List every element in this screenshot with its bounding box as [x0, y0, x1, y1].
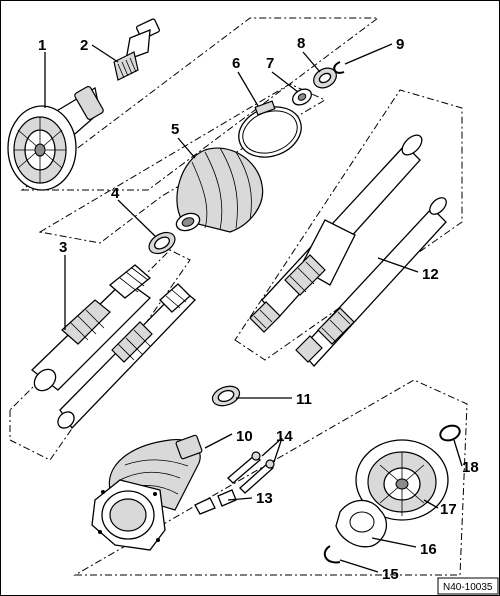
- reference-box: [437, 577, 499, 595]
- callout-16: 16: [420, 541, 437, 558]
- large-hose-clamp: [238, 100, 302, 158]
- callout-8: 8: [297, 35, 305, 52]
- circlip: [333, 61, 345, 74]
- callout-4: 4: [111, 185, 120, 202]
- callout-5: 5: [171, 121, 179, 138]
- socket-bolts: [227, 451, 275, 494]
- group-outline-shaft-left: [9, 249, 191, 461]
- callout-13: 13: [256, 490, 273, 507]
- lock-plates: [194, 489, 237, 515]
- callout-9: 9: [396, 36, 404, 53]
- group-outline-shaft-right: [234, 89, 463, 361]
- dished-washer: [292, 88, 312, 106]
- callout-6: 6: [232, 55, 240, 72]
- callout-14: 14: [276, 428, 293, 445]
- callout-3: 3: [59, 239, 67, 256]
- callout-7: 7: [266, 55, 274, 72]
- callout-11: 11: [296, 391, 312, 408]
- callout-2: 2: [80, 37, 88, 54]
- inner-joint-boot: [91, 434, 203, 551]
- driveshaft-right: [249, 134, 447, 367]
- driveshaft-left: [31, 264, 196, 430]
- small-hose-clamp: [148, 231, 176, 255]
- callout-18: 18: [462, 459, 479, 476]
- callout-1: 1: [38, 37, 46, 54]
- group-outline-inner-joint: [73, 379, 468, 576]
- outer-joint-boot: [175, 147, 264, 233]
- callout-17: 17: [440, 501, 457, 518]
- outer-cv-joint: [7, 86, 104, 191]
- inner-cv-joint: [355, 439, 449, 521]
- group-outline-outer-joint: [20, 17, 380, 191]
- circlip-inner: [439, 424, 461, 442]
- callout-10: 10: [236, 428, 253, 445]
- clamp-inner-boot: [211, 385, 241, 407]
- circlip-shaft: [323, 545, 341, 564]
- callout-15: 15: [382, 566, 399, 583]
- leader-lines: [44, 43, 463, 573]
- reference-code: N40-10035: [443, 582, 493, 593]
- gasket: [335, 499, 388, 548]
- thrust-washer: [313, 67, 337, 89]
- bolt: [113, 18, 161, 81]
- callout-12: 12: [422, 266, 439, 283]
